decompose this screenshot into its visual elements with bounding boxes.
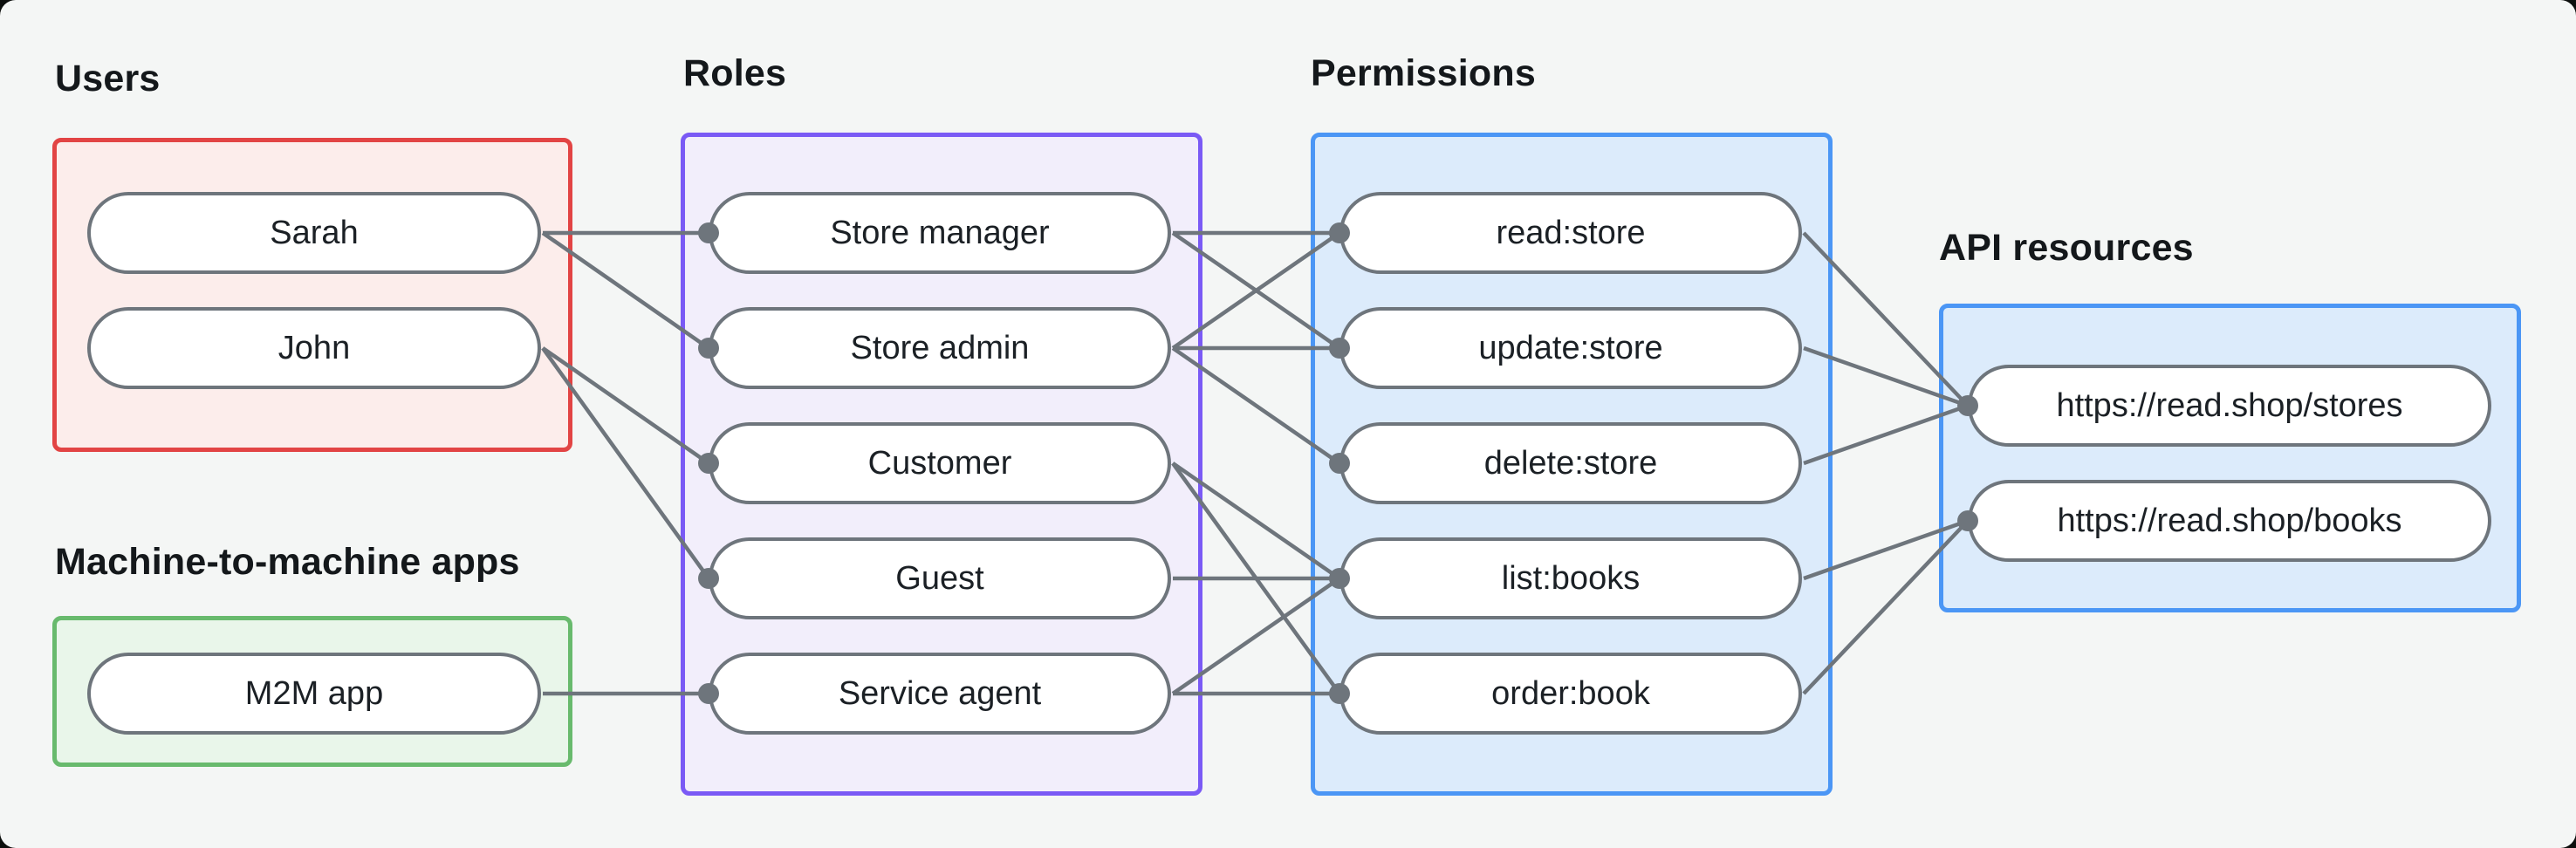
group-box-users [52, 138, 572, 452]
node-delete-store: delete:store [1339, 422, 1802, 504]
node-label-service-agent: Service agent [838, 674, 1042, 712]
edge-john-guest [541, 346, 710, 580]
node-john: John [87, 307, 541, 389]
node-store-admin: Store admin [709, 307, 1171, 389]
group-label-permissions: Permissions [1311, 52, 1536, 94]
edge-sarah-store-admin [541, 231, 710, 350]
node-order-book: order:book [1339, 653, 1802, 735]
edge-john-customer [541, 346, 710, 465]
node-label-list-books: list:books [1501, 559, 1641, 597]
edge-update-store-read-shop-stores [1803, 345, 1969, 408]
node-label-read-shop-stores: https://read.shop/stores [2056, 386, 2403, 424]
node-label-update-store: update:store [1478, 329, 1663, 366]
node-service-agent: Service agent [709, 653, 1171, 735]
node-label-john: John [277, 329, 351, 366]
dot-list-books [1329, 568, 1350, 589]
node-guest: Guest [709, 537, 1171, 619]
dot-read-shop-stores [1957, 395, 1978, 416]
node-label-read-shop-books: https://read.shop/books [2057, 502, 2402, 539]
dot-store-admin [698, 338, 719, 359]
node-m2m-app: M2M app [87, 653, 541, 735]
dot-update-store [1329, 338, 1350, 359]
edge-customer-list-books [1171, 462, 1341, 580]
node-store-manager: Store manager [709, 192, 1171, 274]
dot-service-agent [698, 683, 719, 704]
node-customer: Customer [709, 422, 1171, 504]
node-label-m2m-app: M2M app [244, 674, 384, 712]
node-label-order-book: order:book [1491, 674, 1650, 712]
node-label-sarah: Sarah [270, 214, 359, 251]
dot-guest [698, 568, 719, 589]
dot-store-manager [698, 222, 719, 243]
edge-read-store-read-shop-stores [1802, 231, 1970, 407]
group-label-api-resources: API resources [1939, 227, 2194, 269]
edge-store-admin-delete-store [1171, 346, 1341, 465]
node-list-books: list:books [1339, 537, 1802, 619]
dot-read-store [1329, 222, 1350, 243]
node-label-read-store: read:store [1496, 214, 1646, 251]
dot-delete-store [1329, 453, 1350, 474]
dot-customer [698, 453, 719, 474]
node-read-shop-stores: https://read.shop/stores [1968, 365, 2491, 447]
group-label-m2m-apps: Machine-to-machine apps [55, 541, 520, 583]
node-label-store-manager: Store manager [830, 214, 1050, 251]
node-read-shop-books: https://read.shop/books [1968, 480, 2491, 562]
group-label-roles: Roles [683, 52, 787, 94]
group-label-users: Users [55, 58, 161, 99]
node-label-store-admin: Store admin [850, 329, 1030, 366]
node-label-guest: Guest [895, 559, 984, 597]
edge-order-book-read-shop-books [1802, 519, 1970, 695]
node-label-customer: Customer [867, 444, 1012, 482]
edge-list-books-read-shop-books [1803, 518, 1969, 581]
edge-store-admin-read-store [1171, 231, 1341, 350]
node-update-store: update:store [1339, 307, 1802, 389]
edge-service-agent-list-books [1171, 577, 1341, 695]
node-label-delete-store: delete:store [1483, 444, 1658, 482]
edge-delete-store-read-shop-stores [1803, 403, 1969, 466]
node-read-store: read:store [1339, 192, 1802, 274]
dot-read-shop-books [1957, 510, 1978, 531]
dot-order-book [1329, 683, 1350, 704]
node-sarah: Sarah [87, 192, 541, 274]
